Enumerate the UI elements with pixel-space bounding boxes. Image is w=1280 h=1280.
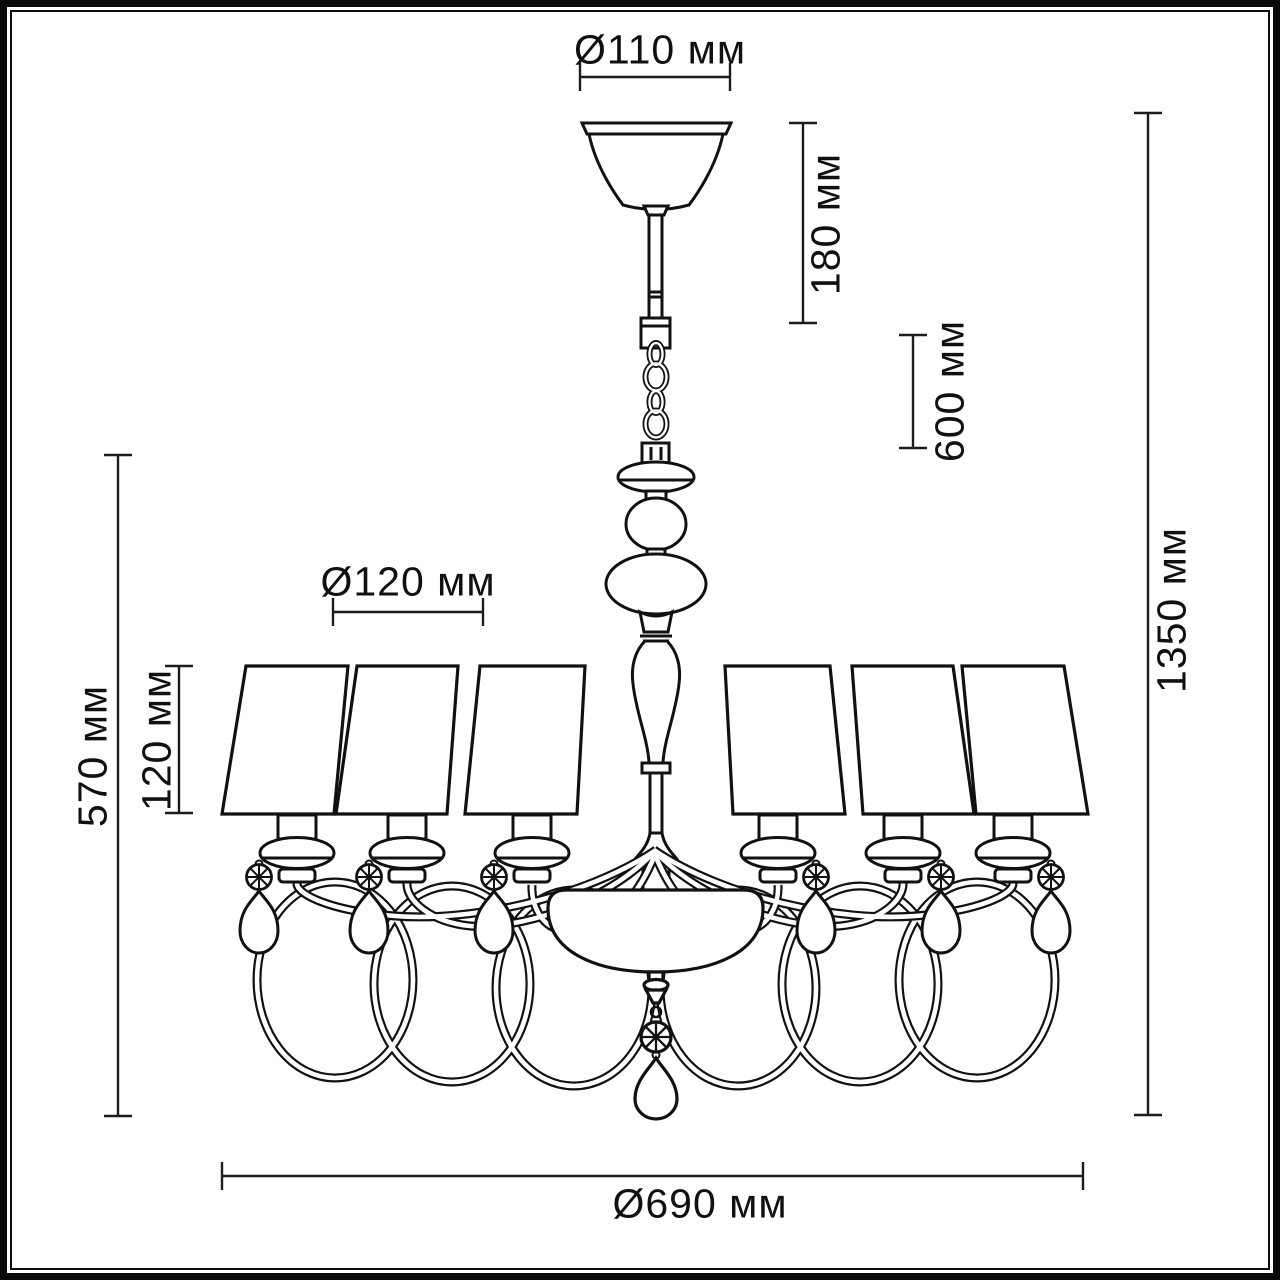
lampshade — [723, 664, 847, 816]
canopy-collar — [641, 204, 671, 217]
candle-unit — [493, 813, 571, 884]
glass-disc — [616, 460, 696, 494]
ceiling-canopy-bell — [587, 132, 725, 211]
crystal-pendant — [920, 859, 962, 955]
candle-unit — [864, 813, 942, 884]
suspension-chain — [642, 340, 670, 441]
crystal-pendant — [473, 859, 515, 955]
dimension-lines — [104, 63, 1162, 1190]
dim-label-shade-diameter: Ø120 мм — [320, 558, 496, 605]
suspension-column — [579, 121, 734, 350]
lampshades — [220, 664, 1090, 816]
crystal-pendant — [348, 859, 390, 955]
dim-label-canopy-diameter: Ø110 мм — [573, 26, 747, 73]
crystal-pendant — [795, 859, 837, 955]
center-stem — [648, 771, 664, 835]
glass-sphere — [624, 496, 688, 552]
candle-unit — [368, 813, 446, 884]
dim-label-fixture-height: 570 мм — [69, 684, 116, 828]
glass-flattened-sphere — [604, 552, 708, 616]
lamp-units — [258, 813, 1052, 884]
center-bowl-assembly — [546, 888, 765, 1121]
dim-label-shade-height: 120 мм — [133, 668, 180, 812]
lampshade — [463, 664, 587, 816]
center-stack — [604, 441, 708, 894]
dim-label-total-height: 1350 мм — [1148, 527, 1195, 693]
center-teardrop-crystal — [633, 1055, 679, 1121]
ceiling-canopy-plate — [579, 121, 734, 136]
center-bowl — [546, 888, 765, 974]
lampshade — [334, 664, 460, 816]
crystal-pendant — [1030, 859, 1072, 955]
candle-unit — [258, 813, 336, 884]
crystal-pendant — [238, 859, 280, 955]
baluster-column — [630, 639, 682, 765]
dim-label-fixture-diameter: Ø690 мм — [612, 1180, 788, 1227]
lampshade — [220, 664, 350, 816]
candle-unit — [739, 813, 817, 884]
lampshade — [960, 664, 1090, 816]
lampshade — [850, 664, 976, 816]
dim-label-chain-drop: 600 мм — [926, 319, 973, 463]
suspension-rod — [647, 213, 664, 320]
candle-unit — [974, 813, 1052, 884]
dim-label-rod-height: 180 мм — [802, 152, 849, 296]
lamp-crystals — [238, 859, 1072, 955]
